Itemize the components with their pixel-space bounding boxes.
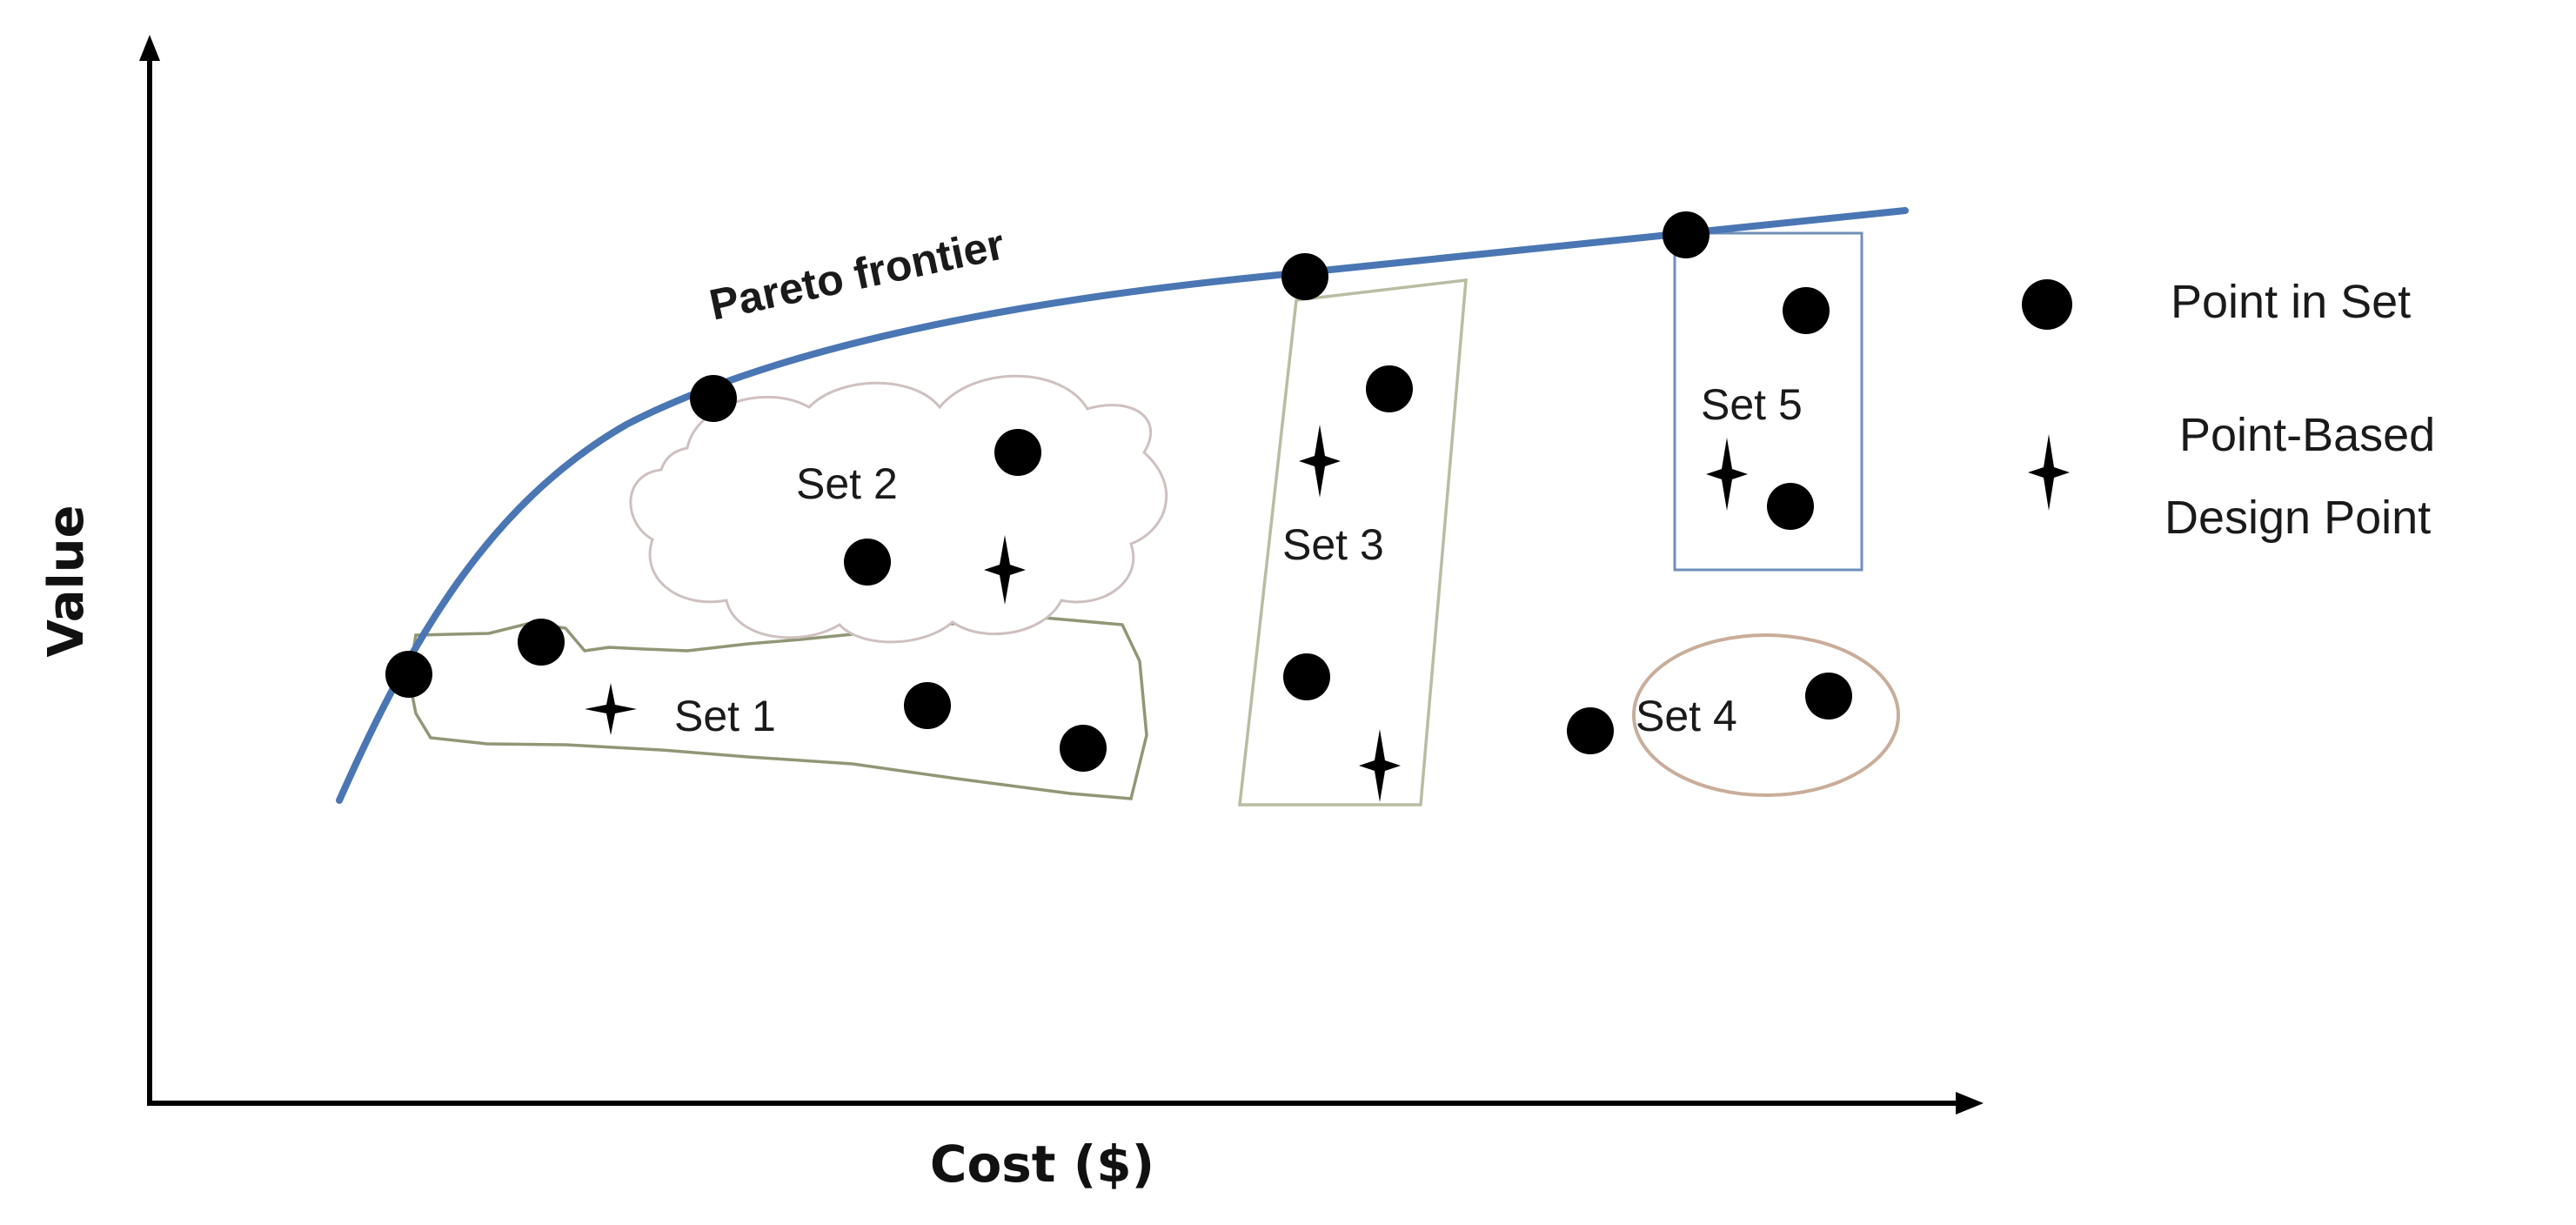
x-axis-arrowhead	[1956, 1092, 1984, 1115]
frontier-point	[1663, 211, 1710, 258]
legend-design-label-line1: Point-Based	[2179, 409, 2435, 461]
legend: Point in Set Point-Based Design Point	[2022, 276, 2435, 544]
set-5-label: Set 5	[1701, 380, 1803, 429]
set-5-design-point-icon	[1706, 438, 1748, 511]
x-axis-label: Cost ($)	[930, 1135, 1154, 1194]
set-1-design-point-icon	[585, 683, 637, 735]
frontier-point	[1281, 253, 1328, 300]
set-4-label: Set 4	[1636, 692, 1737, 740]
set-3-point	[1283, 653, 1330, 700]
set-2-point	[994, 429, 1041, 476]
set-5-point	[1767, 483, 1814, 530]
set-4-point	[1805, 673, 1852, 720]
set-2-label: Set 2	[796, 459, 898, 508]
legend-design-point-icon	[2028, 434, 2070, 511]
set-4-point	[1567, 707, 1614, 754]
set-1-label: Set 1	[674, 692, 776, 740]
set-1-region	[407, 616, 1148, 800]
frontier-point	[385, 651, 432, 698]
set-1-point	[904, 682, 951, 729]
axes	[139, 35, 1984, 1115]
legend-design-label-line2: Design Point	[2165, 492, 2431, 544]
set-2-point	[844, 539, 891, 586]
set-3-point	[1366, 365, 1413, 412]
frontier-point	[690, 375, 737, 422]
pareto-frontier-label: Pareto frontier	[706, 219, 1009, 329]
pareto-frontier-curve	[336, 207, 1909, 804]
design-points	[585, 425, 1748, 802]
set-3-design-point-icon	[1299, 425, 1341, 498]
set-1-point	[1060, 725, 1107, 772]
set-2-design-point-icon	[984, 535, 1026, 605]
legend-point-icon	[2022, 279, 2072, 330]
set-points	[385, 211, 1852, 772]
set-1-point	[518, 619, 565, 666]
set-5-point	[1783, 287, 1830, 334]
legend-point-label: Point in Set	[2171, 276, 2411, 328]
set-3-design-point-icon	[1359, 729, 1401, 802]
y-axis-label: Value	[38, 505, 95, 657]
set-3-label: Set 3	[1282, 520, 1384, 569]
y-axis-arrowhead	[139, 35, 160, 61]
